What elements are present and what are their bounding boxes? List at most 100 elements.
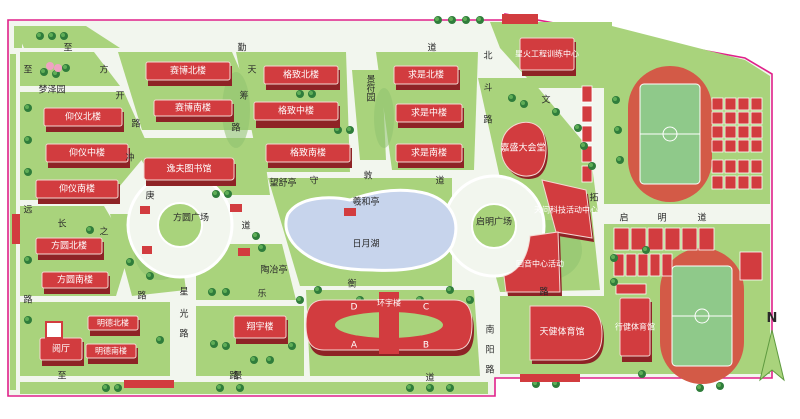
building-saibo-north[interactable]: 赛博北楼 xyxy=(145,61,232,86)
building-yangyi-north[interactable]: 仰仪北楼 xyxy=(43,107,124,132)
tree-highlight xyxy=(237,385,241,389)
sport-court xyxy=(630,227,647,251)
building-xingjian-gym[interactable]: 行健体育馆 xyxy=(615,297,655,362)
road-fangkai-char: 开 xyxy=(115,91,124,102)
sport-court xyxy=(737,111,750,125)
road-wen-char: 文 xyxy=(541,94,550,106)
sport-court xyxy=(647,227,664,251)
sport-court xyxy=(737,139,750,153)
building-qiushi-south[interactable]: 求是南楼 xyxy=(395,143,464,168)
tree-highlight xyxy=(521,101,525,105)
wangshu-pavilion-label: 望舒亭 xyxy=(269,177,296,189)
tree-highlight xyxy=(253,233,257,237)
compass-arrow-icon xyxy=(759,329,785,382)
road-zhiyuan-char: 远 xyxy=(23,205,32,216)
jingfu-garden-label: 景符园 xyxy=(365,74,376,102)
road-shoudun-char: 道 xyxy=(435,175,444,187)
mingde-north-label: 明德北楼 xyxy=(97,318,129,328)
road-lu-char: 路 xyxy=(539,286,548,298)
sport-court xyxy=(613,253,625,277)
building-fangyuan-south[interactable]: 方圆南楼 xyxy=(41,271,110,294)
tree-highlight xyxy=(617,157,621,161)
huanyu-wing-b: B xyxy=(423,341,429,351)
building-saibo-south[interactable]: 赛博南楼 xyxy=(153,99,234,122)
building-gezhi-middle[interactable]: 格致中楼 xyxy=(253,101,340,128)
building-yangyi-south[interactable]: 仰仪南楼 xyxy=(35,179,120,204)
road-shoudun-char: 守 xyxy=(309,175,318,187)
gezhi-middle-label: 格致中楼 xyxy=(278,105,314,117)
tree-highlight xyxy=(259,245,263,249)
tree-highlight xyxy=(611,255,615,259)
tree-highlight xyxy=(297,297,301,301)
sport-court xyxy=(750,97,763,111)
road-nanyang-char: 南 xyxy=(485,324,494,336)
sport-court xyxy=(724,111,737,125)
building-mingde-south[interactable]: 明德南楼 xyxy=(85,343,138,364)
track-north xyxy=(628,66,712,202)
mingde-south-label: 明德南楼 xyxy=(95,346,127,356)
tree-highlight xyxy=(463,17,467,21)
building-mingde-north[interactable]: 明德北楼 xyxy=(87,315,140,336)
qiming-plaza-label: 启明广场 xyxy=(476,216,512,228)
building-tianjian-gym[interactable]: 天健体育馆 xyxy=(529,305,604,364)
tree-highlight xyxy=(447,385,451,389)
building-qiushi-north[interactable]: 求是北楼 xyxy=(393,65,460,90)
tree-highlight xyxy=(611,279,615,283)
building-qiushi-middle[interactable]: 求是中楼 xyxy=(395,103,464,128)
sport-court xyxy=(737,125,750,139)
road-xingguang-char: 光 xyxy=(179,308,188,320)
road-tianchou-char: 路 xyxy=(231,122,240,134)
tree-highlight xyxy=(25,105,29,109)
road-qiming-char: 明 xyxy=(657,213,666,224)
sport-court xyxy=(724,159,737,174)
building-tianwen-center[interactable]: 天问科技活动中心 xyxy=(534,179,598,242)
building-huanyu[interactable]: 环宇楼 D C A B xyxy=(305,292,474,356)
gate-west xyxy=(12,214,20,244)
road-kuo-char: 拓 xyxy=(589,192,598,204)
sport-court xyxy=(581,105,593,123)
tianwen-center-label: 天问科技活动中心 xyxy=(534,205,598,215)
building-huiyuan-center[interactable]: 回音中心活动 xyxy=(503,231,564,296)
tree-highlight xyxy=(267,357,271,361)
tree-highlight xyxy=(251,357,255,361)
sport-court xyxy=(711,175,724,190)
sport-court xyxy=(711,125,724,139)
compass: N xyxy=(759,311,785,382)
tree-highlight xyxy=(315,287,319,291)
building-yangyi-middle[interactable]: 仰仪中楼 xyxy=(45,143,130,168)
buildings: 赛博北楼 赛博南楼 格致北楼 格致中楼 格致南楼 xyxy=(12,14,655,388)
road-shoudun-char: 敦 xyxy=(363,170,372,182)
building-fangyuan-north[interactable]: 方圆北楼 xyxy=(35,237,104,260)
road-zhiyuan-char: 路 xyxy=(23,294,32,306)
tree-highlight xyxy=(449,17,453,21)
gate-south xyxy=(124,380,174,388)
building-yifu-library[interactable]: 逸夫图书馆 xyxy=(143,157,236,186)
building-xiangyu[interactable]: 翔宇楼 xyxy=(233,315,288,344)
road-changzhi-char: 路 xyxy=(137,290,146,302)
sport-court xyxy=(750,139,763,153)
tree-highlight xyxy=(53,71,57,75)
tree-highlight xyxy=(157,337,161,341)
tree-highlight xyxy=(63,65,67,69)
road-chong-char: 冲 xyxy=(125,152,134,164)
yangyi-south-label: 仰仪南楼 xyxy=(59,183,95,195)
building-xinghuo-center[interactable]: 星火工程训练中心 xyxy=(515,37,579,76)
tree-highlight xyxy=(639,371,643,375)
sport-court xyxy=(711,97,724,111)
xiangyu-label: 翔宇楼 xyxy=(246,321,273,333)
building-gezhi-south[interactable]: 格致南楼 xyxy=(265,143,352,168)
sport-court xyxy=(661,253,673,277)
tree-highlight xyxy=(477,17,481,21)
road-changzhi-char: 长 xyxy=(57,218,66,230)
place-labels: 梦泽园 景符园 方圆广场 启明广场 日月湖 望舒亭 羲和亭 陶冶亭 xyxy=(38,74,512,275)
building-jiasheng-hall[interactable]: 嘉盛大会堂 xyxy=(500,121,548,179)
building-gezhi-north[interactable]: 格致北楼 xyxy=(263,65,340,90)
road-heng-char: 衡 xyxy=(347,278,356,290)
tree-highlight xyxy=(435,17,439,21)
building-yueting[interactable]: 阅厅 xyxy=(39,321,84,366)
riyue-lake xyxy=(284,188,458,272)
tree-highlight xyxy=(407,385,411,389)
saibo-south-label: 赛博南楼 xyxy=(175,102,211,114)
road-dao-south-char: 道 xyxy=(425,372,434,384)
